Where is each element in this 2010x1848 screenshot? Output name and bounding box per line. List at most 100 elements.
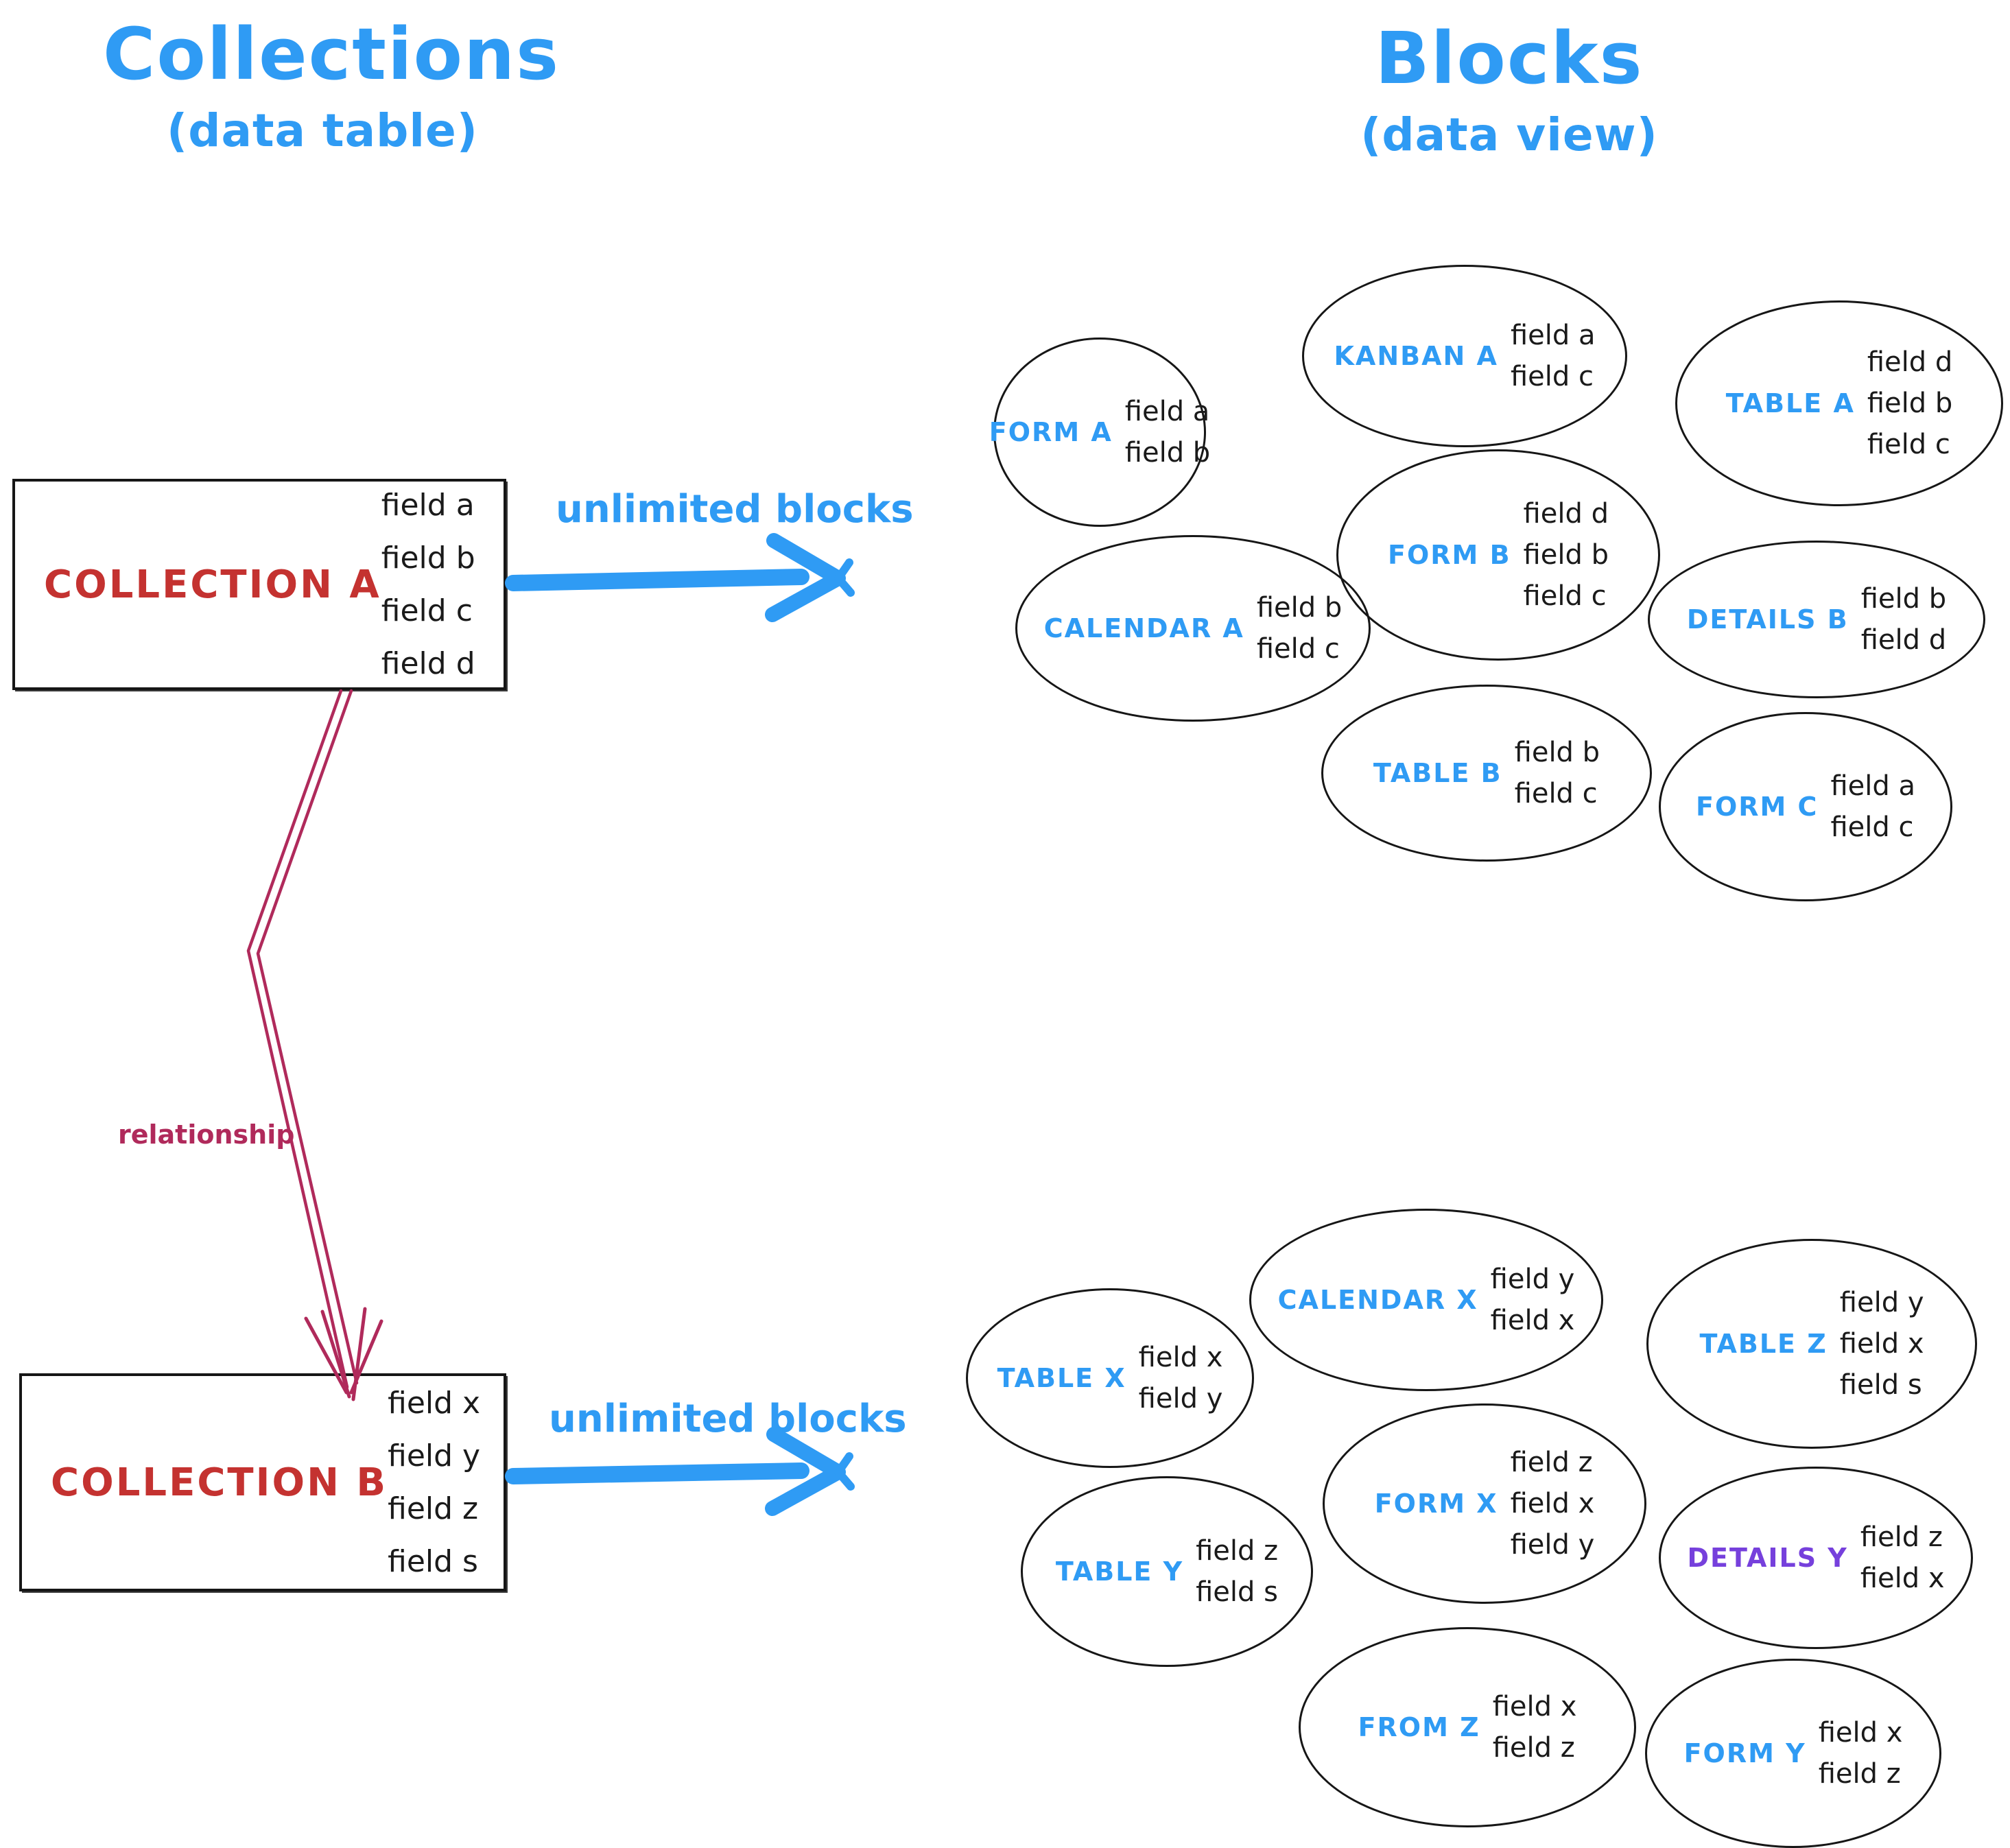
block-field: field x [1818, 1717, 1903, 1749]
block-fields: field y field x field s [1840, 1287, 1924, 1401]
block-field: field z [1818, 1758, 1901, 1790]
collections-title: Collections [103, 12, 560, 96]
block-label: FORM B [1388, 540, 1511, 570]
block-fields: field z field x [1860, 1521, 1945, 1594]
block-field: field c [1514, 778, 1598, 809]
unlimited-blocks-label-bottom: unlimited blocks [549, 1397, 907, 1441]
block-label: TABLE Z [1699, 1329, 1828, 1359]
block-ellipse: DETAILS Y field z field x [1659, 1467, 1973, 1649]
block-field: field d [1867, 346, 1953, 378]
block-fields: field z field s [1196, 1535, 1278, 1608]
block-label: CALENDAR X [1277, 1285, 1478, 1315]
block-field: field s [1839, 1369, 1922, 1401]
block-fields: field a field b [1125, 396, 1210, 469]
unlimited-blocks-label-top: unlimited blocks [556, 487, 914, 532]
block-field: field y [1490, 1264, 1575, 1295]
block-field: field x [1138, 1342, 1223, 1373]
block-field: field z [1492, 1732, 1575, 1764]
block-field: field a [1124, 396, 1210, 427]
blocks-subtitle: (data view) [1360, 108, 1658, 161]
block-fields: field a field c [1511, 320, 1596, 392]
collection-a-name: COLLECTION A [44, 562, 381, 607]
block-field: field b [1523, 539, 1609, 571]
block-field: field s [1196, 1576, 1278, 1608]
collection-a-fields: field a field b field c field d [381, 488, 475, 681]
collections-header: Collections (data table) [103, 12, 560, 157]
block-label: DETAILS Y [1687, 1543, 1848, 1573]
block-label: TABLE X [997, 1363, 1126, 1393]
block-label: DETAILS B [1686, 604, 1849, 635]
block-field: field x [1510, 1488, 1595, 1519]
collection-field: field y [388, 1438, 481, 1473]
collection-b-fields: field x field y field z field s [388, 1386, 480, 1579]
block-field: field b [1860, 583, 1947, 615]
block-label: TABLE B [1373, 758, 1502, 788]
block-field: field c [1523, 580, 1607, 612]
block-ellipse: DETAILS B field b field d [1648, 541, 1985, 698]
collection-field: field b [381, 541, 475, 576]
blocks-title: Blocks [1375, 16, 1644, 100]
block-fields: field y field x [1491, 1264, 1575, 1336]
block-label: KANBAN A [1334, 341, 1498, 371]
block-fields: field z field x field y [1511, 1447, 1595, 1561]
block-fields: field x field y [1139, 1342, 1223, 1414]
block-ellipse: KANBAN A field a field c [1302, 265, 1627, 447]
block-label: FROM Z [1358, 1712, 1480, 1742]
block-field: field z [1196, 1535, 1279, 1567]
collection-field: field s [388, 1544, 478, 1579]
collection-field: field d [381, 646, 475, 681]
block-ellipse: TABLE Z field y field x field s [1646, 1239, 1977, 1449]
block-label: FORM C [1695, 792, 1819, 822]
collection-field: field x [388, 1386, 481, 1421]
block-label: FORM X [1374, 1489, 1498, 1519]
block-field: field x [1492, 1691, 1577, 1722]
block-field: field y [1839, 1287, 1924, 1318]
collections-subtitle: (data table) [167, 104, 478, 157]
block-ellipse: FORM A field a field b [989, 337, 1210, 527]
blocks-header: Blocks (data view) [1317, 16, 1701, 161]
collection-field: field c [381, 593, 473, 628]
block-ellipse: TABLE X field x field y [966, 1288, 1254, 1468]
block-field: field z [1860, 1521, 1943, 1553]
block-field: field x [1839, 1328, 1924, 1360]
block-field: field a [1830, 770, 1915, 802]
block-field: field c [1830, 812, 1914, 843]
block-field: field a [1510, 320, 1596, 351]
block-ellipse: CALENDAR X field y field x [1249, 1209, 1603, 1391]
block-label: FORM A [989, 417, 1113, 447]
collection-field: field a [381, 488, 475, 523]
block-fields: field a field c [1830, 770, 1915, 843]
collection-field: field z [388, 1491, 479, 1526]
block-field: field d [1860, 624, 1947, 656]
block-fields: field x field z [1819, 1717, 1903, 1790]
block-label: TABLE A [1725, 388, 1855, 418]
block-label: CALENDAR A [1043, 613, 1244, 643]
block-fields: field b field d [1861, 583, 1946, 656]
collection-b-name: COLLECTION B [51, 1460, 388, 1505]
block-field: field b [1124, 437, 1211, 469]
block-field: field x [1490, 1305, 1575, 1336]
block-fields: field x field z [1493, 1691, 1577, 1764]
block-field: field b [1867, 388, 1953, 419]
block-ellipse: FORM X field z field x field y [1323, 1403, 1646, 1604]
block-field: field c [1510, 361, 1594, 392]
block-ellipse: FROM Z field x field z [1299, 1627, 1636, 1827]
block-field: field b [1256, 592, 1343, 624]
block-field: field y [1138, 1383, 1223, 1414]
block-field: field y [1510, 1529, 1595, 1561]
block-field: field z [1510, 1447, 1593, 1478]
block-field: field x [1860, 1563, 1945, 1594]
